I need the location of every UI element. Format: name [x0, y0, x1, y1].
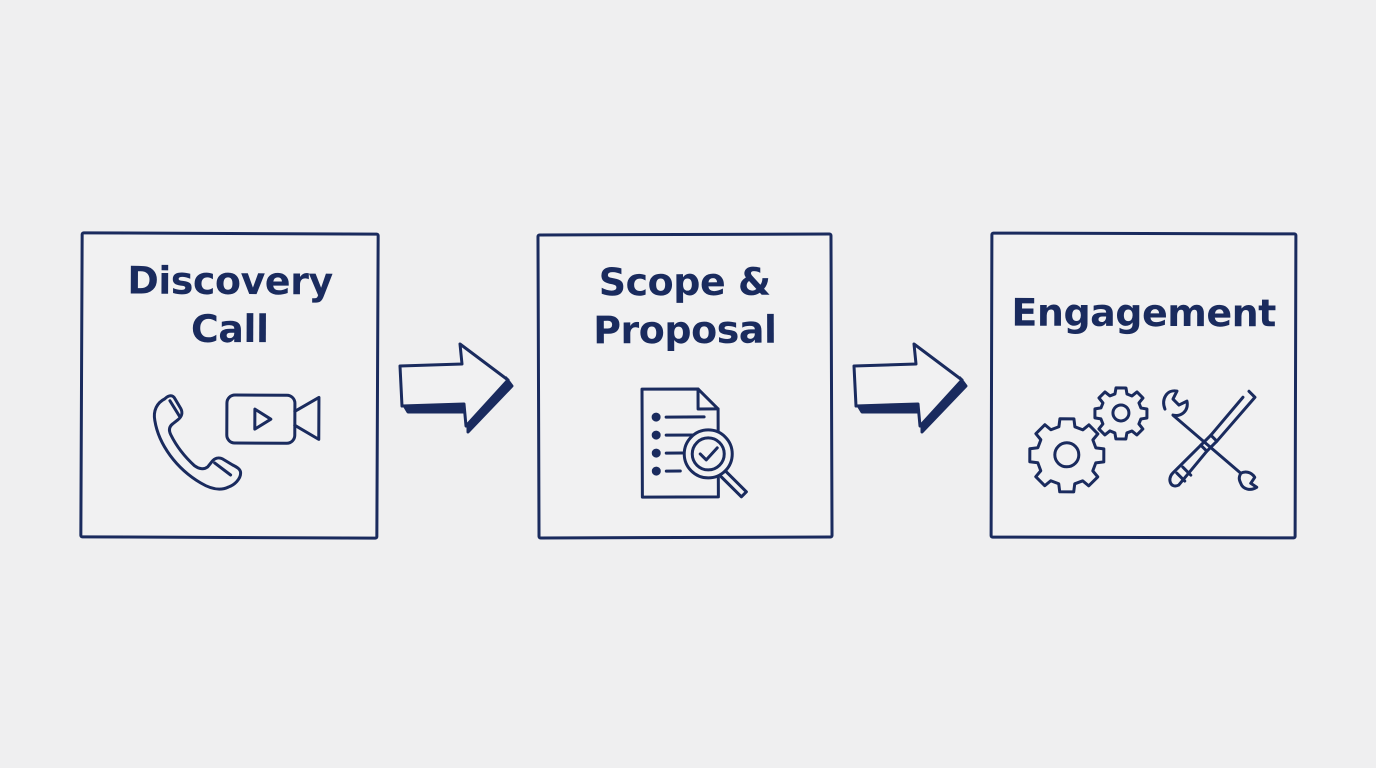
- step-engagement: Engagement: [989, 231, 1298, 540]
- step-scope-proposal: Scope & Proposal: [536, 232, 834, 540]
- step-title-line: Call: [190, 306, 269, 352]
- step-title-line: Proposal: [593, 307, 777, 353]
- gears-icon: [1028, 385, 1153, 497]
- magnifier-check-icon: [676, 422, 756, 502]
- phone-icon: [149, 393, 249, 495]
- step-title-line: Scope &: [598, 259, 771, 305]
- step-discovery-call: Discovery Call: [79, 231, 380, 540]
- arrow-right-icon: [396, 340, 518, 441]
- step-title: Discovery Call: [83, 256, 376, 353]
- video-camera-icon: [223, 389, 327, 447]
- wrench-screwdriver-icon: [1159, 387, 1263, 493]
- step-title-line: Engagement: [1011, 290, 1276, 336]
- arrow-right-icon: [850, 340, 972, 441]
- step-title-line: Discovery: [127, 258, 333, 304]
- step-title: Engagement: [993, 289, 1294, 338]
- step-title: Scope & Proposal: [540, 257, 830, 354]
